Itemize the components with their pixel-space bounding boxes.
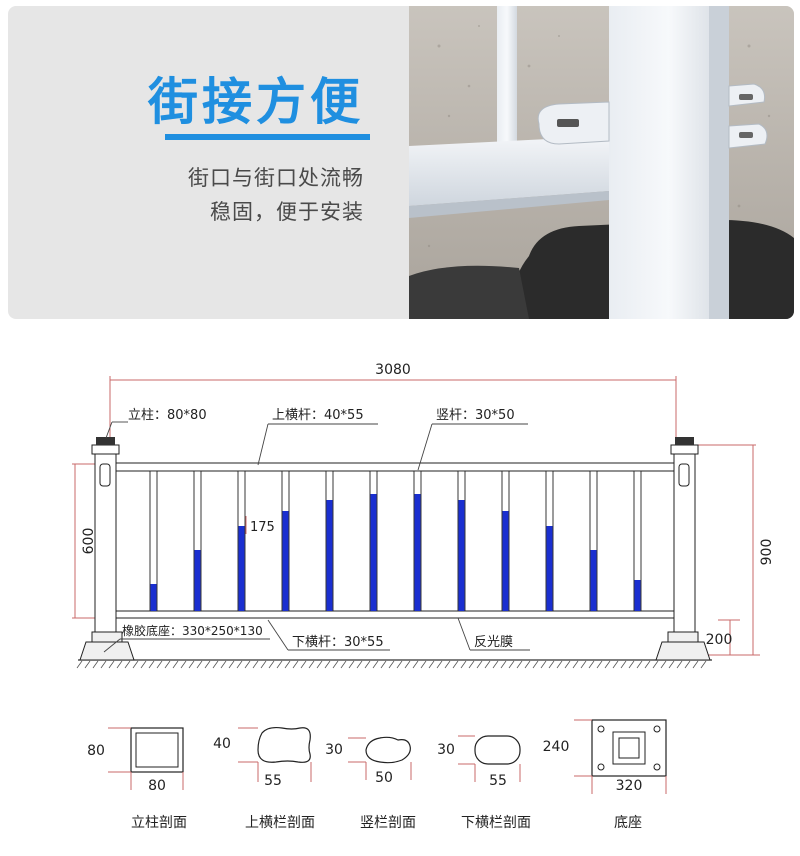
banner-description-line-2: 稳固，便于安装 xyxy=(210,200,364,224)
top-rail-section-side-dim: 40 xyxy=(213,736,231,752)
banner-description-line-1: 街口与街口处流畅 xyxy=(188,166,364,190)
reflective-film-strip xyxy=(238,526,245,611)
fence-drawing: 3080 600 900 200 175 xyxy=(72,362,775,831)
post-right xyxy=(673,451,696,633)
top-rail-cross-section: 40 55 上横栏剖面 xyxy=(213,726,315,831)
base-plate-cross-section: 240 320 底座 xyxy=(543,719,667,831)
bottom-rail-spec-label: 下横杆：30*55 xyxy=(292,635,384,650)
post-section-caption: 立柱剖面 xyxy=(131,815,187,831)
reflective-film-strip xyxy=(326,500,333,611)
rubber-base-right xyxy=(655,641,711,661)
post-section-bottom-dim: 80 xyxy=(148,778,166,794)
post-left xyxy=(94,451,117,633)
height-900-label: 900 xyxy=(759,539,775,566)
height-200-label: 200 xyxy=(706,632,733,648)
base-section-bottom-dim: 320 xyxy=(616,778,643,794)
total-width-label: 3080 xyxy=(375,362,411,378)
reflective-film-strip xyxy=(414,494,421,611)
bar-section-bottom-dim: 50 xyxy=(375,770,393,786)
reflective-film-strip xyxy=(634,580,641,611)
reflective-film-strip xyxy=(282,511,289,611)
fence-dimension-diagram: 3080 600 900 200 175 xyxy=(0,330,800,856)
post-spec-label: 立柱：80*80 xyxy=(128,408,207,423)
ground-hatch xyxy=(76,660,707,669)
base-section-side-dim: 240 xyxy=(543,739,570,755)
top-rail-section-caption: 上横栏剖面 xyxy=(245,815,315,831)
banner-title-underline xyxy=(165,134,370,140)
bottom-rail-cross-section: 30 55 下横栏剖面 xyxy=(437,735,531,831)
vertical-bars xyxy=(149,470,642,612)
reflective-film-strip xyxy=(458,500,465,611)
top-rail-section-bottom-dim: 55 xyxy=(264,773,282,789)
reflective-film-strip xyxy=(546,526,553,611)
feature-banner: 街接方便 街口与街口处流畅 稳固，便于安装 xyxy=(8,6,794,319)
rubber-base-spec-label: 橡胶底座：330*250*130 xyxy=(122,623,263,638)
bottom-rail-section-side-dim: 30 xyxy=(437,742,455,758)
reflective-film-strip xyxy=(194,550,201,611)
height-600-label: 600 xyxy=(81,528,97,555)
bottom-rail xyxy=(115,610,675,619)
top-rail-spec-label: 上横杆：40*55 xyxy=(272,408,364,423)
vertical-bar-spec-label: 竖杆：30*50 xyxy=(436,408,515,423)
reflective-film-strip xyxy=(150,584,157,611)
banner-title: 街接方便 xyxy=(148,73,364,131)
base-section-caption: 底座 xyxy=(614,815,642,831)
reflective-film-strip xyxy=(590,550,597,611)
top-rail xyxy=(115,462,675,472)
bar-cross-section: 30 50 竖栏剖面 xyxy=(325,736,416,831)
reflective-film-strip xyxy=(502,511,509,611)
film-175-label: 175 xyxy=(250,520,275,535)
rubber-base-left xyxy=(79,641,135,661)
bar-section-side-dim: 30 xyxy=(325,742,343,758)
bottom-rail-section-bottom-dim: 55 xyxy=(489,773,507,789)
reflective-film-strip xyxy=(370,494,377,611)
post-cross-section: 80 80 立柱剖面 xyxy=(87,727,187,831)
post-connection-photo xyxy=(409,6,794,319)
bar-section-caption: 竖栏剖面 xyxy=(360,815,416,831)
reflective-film-label: 反光膜 xyxy=(474,635,513,650)
post-section-side-dim: 80 xyxy=(87,743,105,759)
bottom-rail-section-caption: 下横栏剖面 xyxy=(461,815,531,831)
